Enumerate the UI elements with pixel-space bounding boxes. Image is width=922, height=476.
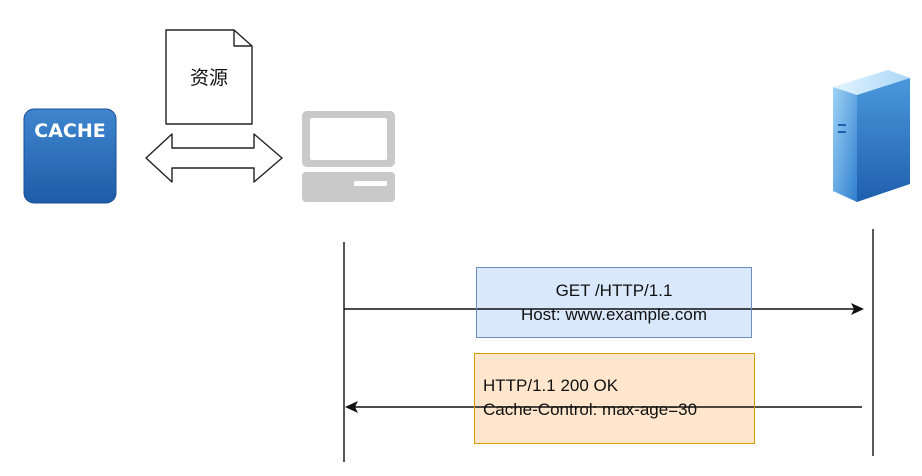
response-arrow xyxy=(345,401,862,413)
cache-icon: CACHE xyxy=(23,108,117,204)
double-arrow-icon xyxy=(145,133,283,183)
document-icon: 资源 xyxy=(165,29,253,125)
response-cache-control-header: Cache-Control: max-age=30 xyxy=(483,400,698,419)
response-message-box: HTTP/1.1 200 OK Cache-Control: max-age=3… xyxy=(474,353,755,444)
resource-label: 资源 xyxy=(190,67,228,89)
computer-icon xyxy=(302,111,395,202)
response-box-fill xyxy=(474,353,755,444)
cache-label: CACHE xyxy=(34,120,105,142)
request-box-fill xyxy=(476,267,752,338)
response-status-line: HTTP/1.1 200 OK xyxy=(483,376,619,395)
request-arrow xyxy=(344,303,864,315)
request-line: GET /HTTP/1.1 xyxy=(555,281,673,300)
server-icon xyxy=(833,70,910,202)
request-host-header: Host: www.example.com xyxy=(520,305,708,324)
request-message-box: GET /HTTP/1.1 Host: www.example.com xyxy=(476,267,752,338)
